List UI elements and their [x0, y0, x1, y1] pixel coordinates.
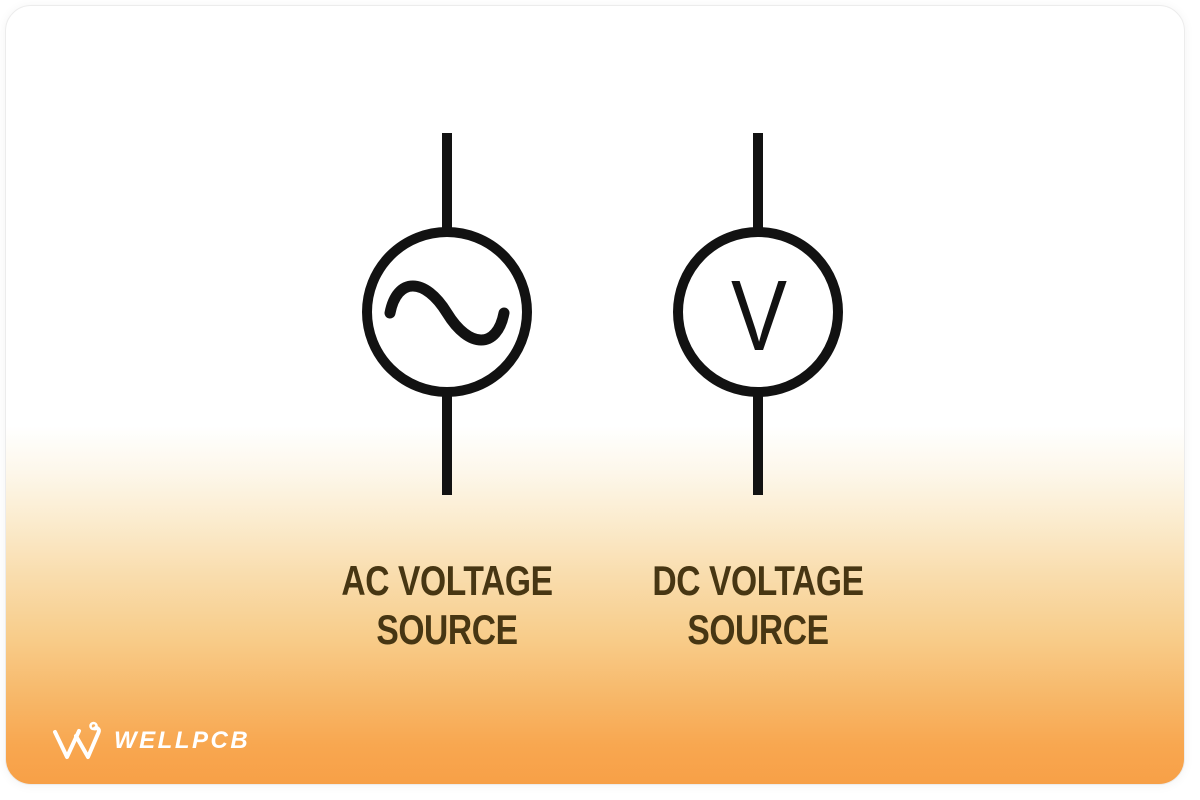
- wellpcb-logo-text: WELLPCB: [114, 727, 251, 754]
- w-icon-dot: [89, 721, 98, 731]
- dc-label-line1: DC VOLTAGE: [652, 557, 864, 604]
- ac-source-label: AC VOLTAGE SOURCE: [311, 556, 583, 654]
- dc-label-line2: SOURCE: [687, 606, 829, 653]
- dc-letter-v: V: [731, 259, 787, 372]
- ac-voltage-source-symbol: [362, 133, 532, 495]
- wellpcb-logo: WELLPCB: [52, 721, 250, 763]
- ac-label-line1: AC VOLTAGE: [341, 557, 553, 604]
- wellpcb-w-icon: [53, 721, 101, 759]
- dc-source-label: DC VOLTAGE SOURCE: [622, 556, 894, 654]
- ac-source-circle: [362, 227, 532, 397]
- sine-wave-icon: [384, 280, 510, 346]
- w-icon-left-v: [53, 729, 81, 759]
- dc-source-circle: [673, 227, 843, 397]
- gradient-card: [5, 5, 1185, 785]
- ac-label-line2: SOURCE: [376, 606, 518, 653]
- dc-voltage-source-symbol: V: [673, 133, 843, 495]
